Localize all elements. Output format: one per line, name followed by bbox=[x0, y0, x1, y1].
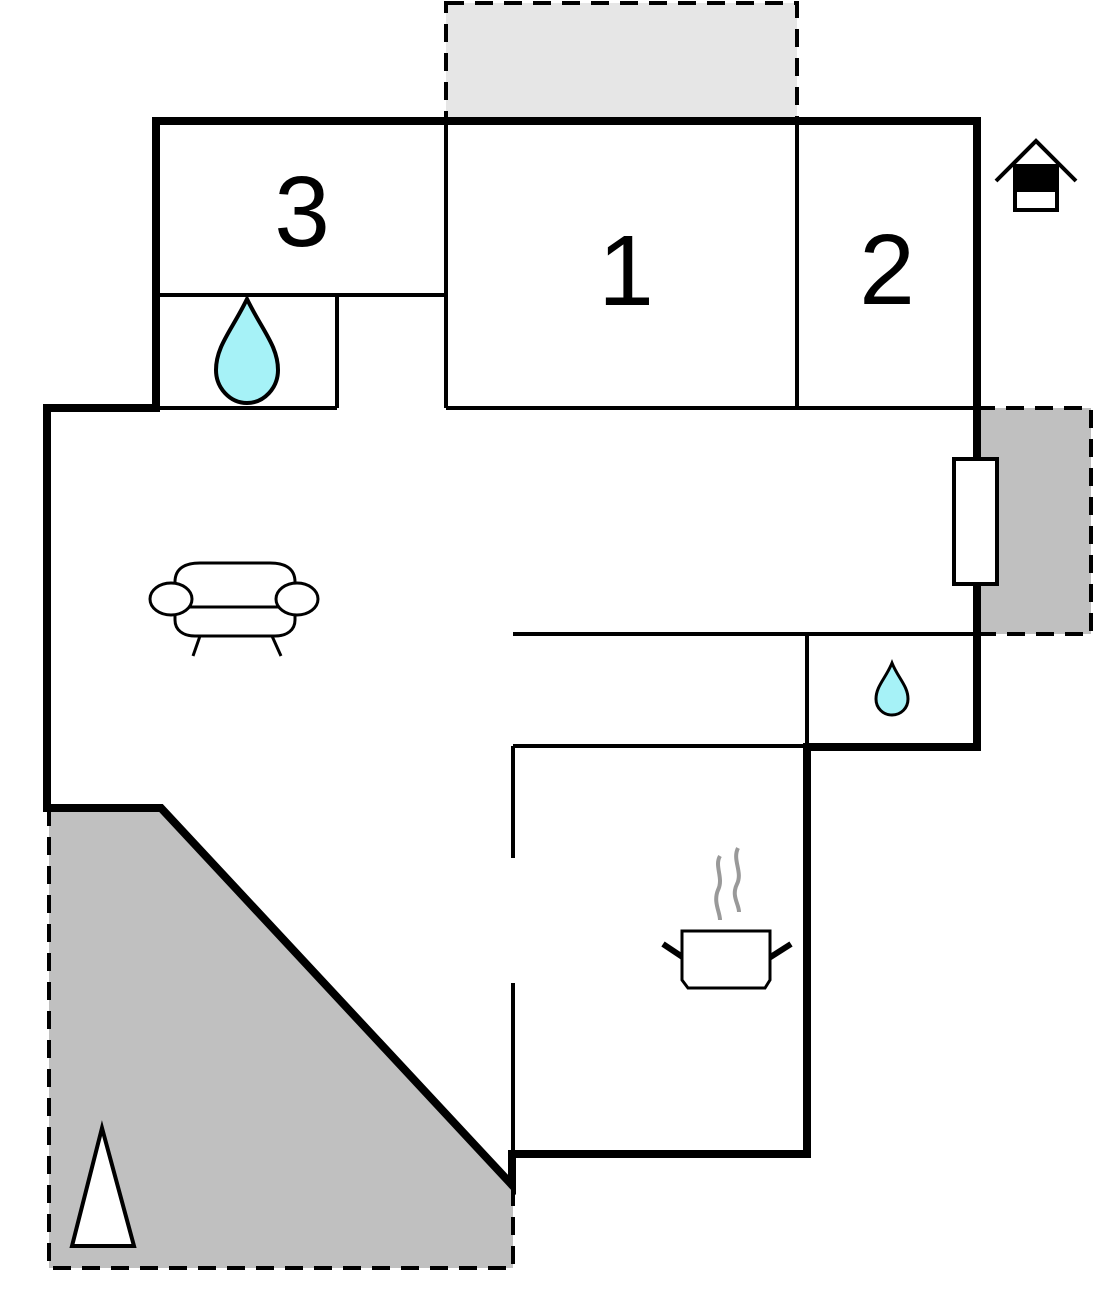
house-entrance-icon bbox=[994, 138, 1078, 212]
outer-wall bbox=[43, 117, 981, 1196]
room-label-2: 2 bbox=[859, 214, 915, 326]
north-arrow-icon bbox=[69, 1120, 137, 1248]
room-label-1: 1 bbox=[598, 215, 654, 327]
water-drop-icon bbox=[213, 294, 281, 406]
cooking-pot-icon bbox=[661, 847, 793, 990]
sofa-icon bbox=[148, 561, 320, 657]
room-label-3: 3 bbox=[274, 156, 330, 268]
interior-walls bbox=[156, 121, 977, 1154]
heater-icon bbox=[952, 457, 999, 586]
terrace-bottom-left-edge bbox=[47, 808, 515, 1270]
balcony-top bbox=[444, 1, 799, 123]
water-drop-icon bbox=[874, 658, 910, 717]
terrace-bottom-left bbox=[49, 808, 513, 1268]
